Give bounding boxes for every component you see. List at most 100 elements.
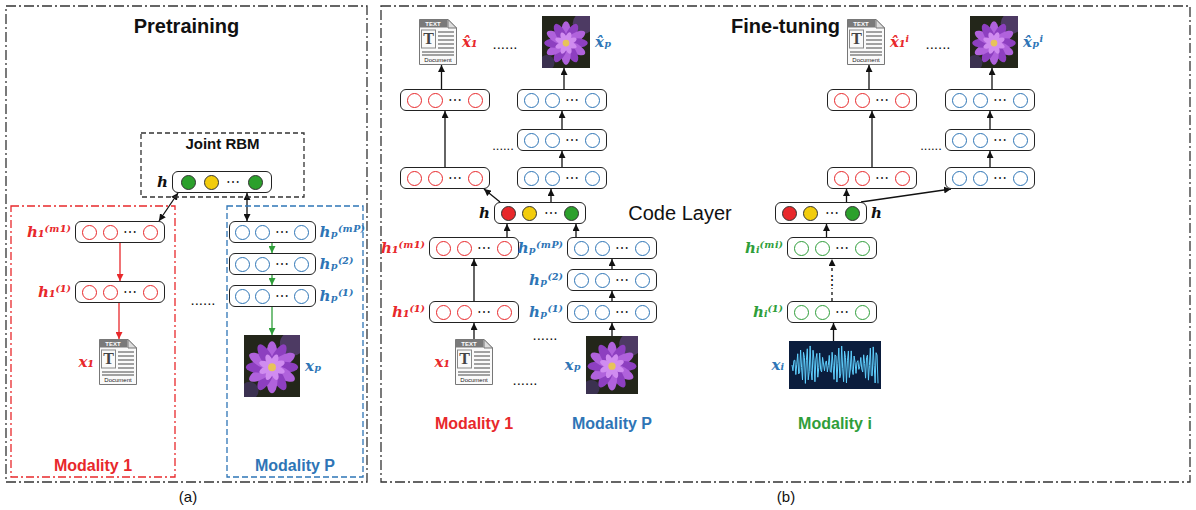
layer-box: ⋯	[517, 89, 607, 111]
unit-circle	[501, 206, 516, 221]
ellipsis: ⋯	[544, 206, 558, 220]
ellipsis: ⋯	[275, 289, 289, 303]
unit-circle	[595, 305, 610, 320]
unit-circle	[1013, 93, 1028, 108]
icon-caption: Document	[455, 377, 493, 384]
icon-banner-text: TEXT	[99, 340, 127, 348]
text-line	[866, 31, 882, 32]
icon-caption: Document	[847, 57, 885, 64]
arrow-connector	[119, 243, 120, 281]
letter-frame	[458, 350, 472, 368]
modality-label: Modality 1	[435, 414, 513, 433]
math-label: xᵢ	[771, 356, 784, 374]
arrow-connector	[575, 224, 576, 237]
arrow-connector	[826, 224, 827, 237]
unit-circle	[845, 206, 860, 221]
panel-title: Pretraining	[5, 15, 368, 38]
icon-caption: Document	[419, 57, 457, 64]
border-line	[141, 133, 304, 197]
text-line	[438, 39, 454, 40]
unit-circle	[564, 206, 579, 221]
document-icon: x̂₁ⁱTEXTTDocument	[847, 19, 885, 65]
unit-circle	[181, 175, 196, 190]
joint-rbm-box: Joint RBMh⋯	[140, 132, 305, 198]
text-line	[438, 47, 454, 48]
arrow-connector	[989, 111, 990, 129]
unit-circle	[255, 289, 270, 304]
unit-circle	[545, 171, 560, 186]
unit-circle	[436, 305, 451, 320]
unit-circle	[635, 273, 650, 288]
arrow-connector	[118, 303, 119, 339]
border-line	[11, 206, 175, 477]
icon-letter: T	[458, 350, 472, 368]
unit-circle	[855, 241, 870, 256]
arrow-connector	[271, 307, 272, 335]
flower-centre	[563, 40, 570, 47]
text-line	[422, 54, 454, 55]
layer-box: h₁⁽¹⁾⋯	[429, 301, 519, 323]
flower-picture	[586, 336, 638, 394]
image-icon: xₚ	[244, 335, 300, 397]
math-label: hᵢ⁽¹⁾	[753, 303, 783, 321]
group-title: Modality P	[226, 457, 364, 475]
layer-box: h⋯	[775, 202, 867, 224]
unit-circle	[497, 241, 512, 256]
page	[848, 20, 885, 65]
ellipsis: ⋯	[825, 206, 839, 220]
text-line	[118, 355, 134, 356]
icon-caption: Document	[99, 377, 137, 384]
unit-circle	[1013, 133, 1028, 148]
text-line	[458, 374, 490, 375]
image-icon: x̂ₚ	[542, 16, 590, 68]
ellipsis: ......	[492, 35, 517, 53]
layer-box: hₚ⁽¹⁾⋯	[567, 301, 657, 323]
math-label: hₚ⁽²⁾	[320, 255, 354, 273]
unit-circle	[782, 206, 797, 221]
arrow-connector	[861, 189, 951, 202]
unit-circle	[407, 93, 422, 108]
text-line	[422, 51, 454, 52]
unit-circle	[973, 93, 988, 108]
icon-letter: T	[102, 350, 116, 368]
arrow-connector	[441, 65, 442, 89]
unit-circle	[803, 206, 818, 221]
unit-circle	[143, 225, 158, 240]
unit-circle	[294, 225, 309, 240]
blur-flower	[244, 382, 259, 397]
layer-box: h₁⁽ᵐ¹⁾⋯	[429, 237, 519, 259]
blur-flower	[586, 380, 600, 394]
layer-box: hᵢ⁽¹⁾⋯	[787, 301, 877, 323]
ellipsis: ⋯	[123, 225, 137, 239]
text-line	[118, 359, 134, 360]
math-label: x̂₁ⁱ	[890, 33, 909, 51]
math-label: h₁⁽¹⁾	[392, 303, 425, 321]
unit-circle	[524, 93, 539, 108]
border-line	[381, 6, 1190, 482]
ellipsis: ⋯	[875, 171, 889, 185]
blur-flower	[970, 55, 982, 68]
unit-circle	[436, 241, 451, 256]
waveform-picture	[789, 341, 881, 389]
unit-circle	[468, 171, 483, 186]
page-fold	[876, 20, 885, 29]
layer-box: hₚ⁽¹⁾⋯	[229, 285, 316, 307]
text-line	[850, 54, 882, 55]
dashed-border	[10, 205, 176, 478]
unit-circle	[574, 273, 589, 288]
unit-circle	[1013, 171, 1028, 186]
image-icon: x̂ₚⁱ	[970, 16, 1018, 68]
group-title: Modality 1	[10, 457, 176, 475]
ellipsis: ⋯	[615, 305, 629, 319]
unit-circle	[815, 305, 830, 320]
layer-box: hₚ⁽²⁾⋯	[229, 253, 316, 275]
layer-box: h⋯	[494, 202, 586, 224]
ellipsis: ⋯	[477, 305, 491, 319]
unit-circle	[235, 289, 250, 304]
unit-circle	[407, 171, 422, 186]
unit-circle	[524, 171, 539, 186]
math-label: h	[479, 204, 490, 222]
unit-circle	[82, 285, 97, 300]
math-label: h	[871, 204, 882, 222]
ellipsis: ⋯	[565, 93, 579, 107]
